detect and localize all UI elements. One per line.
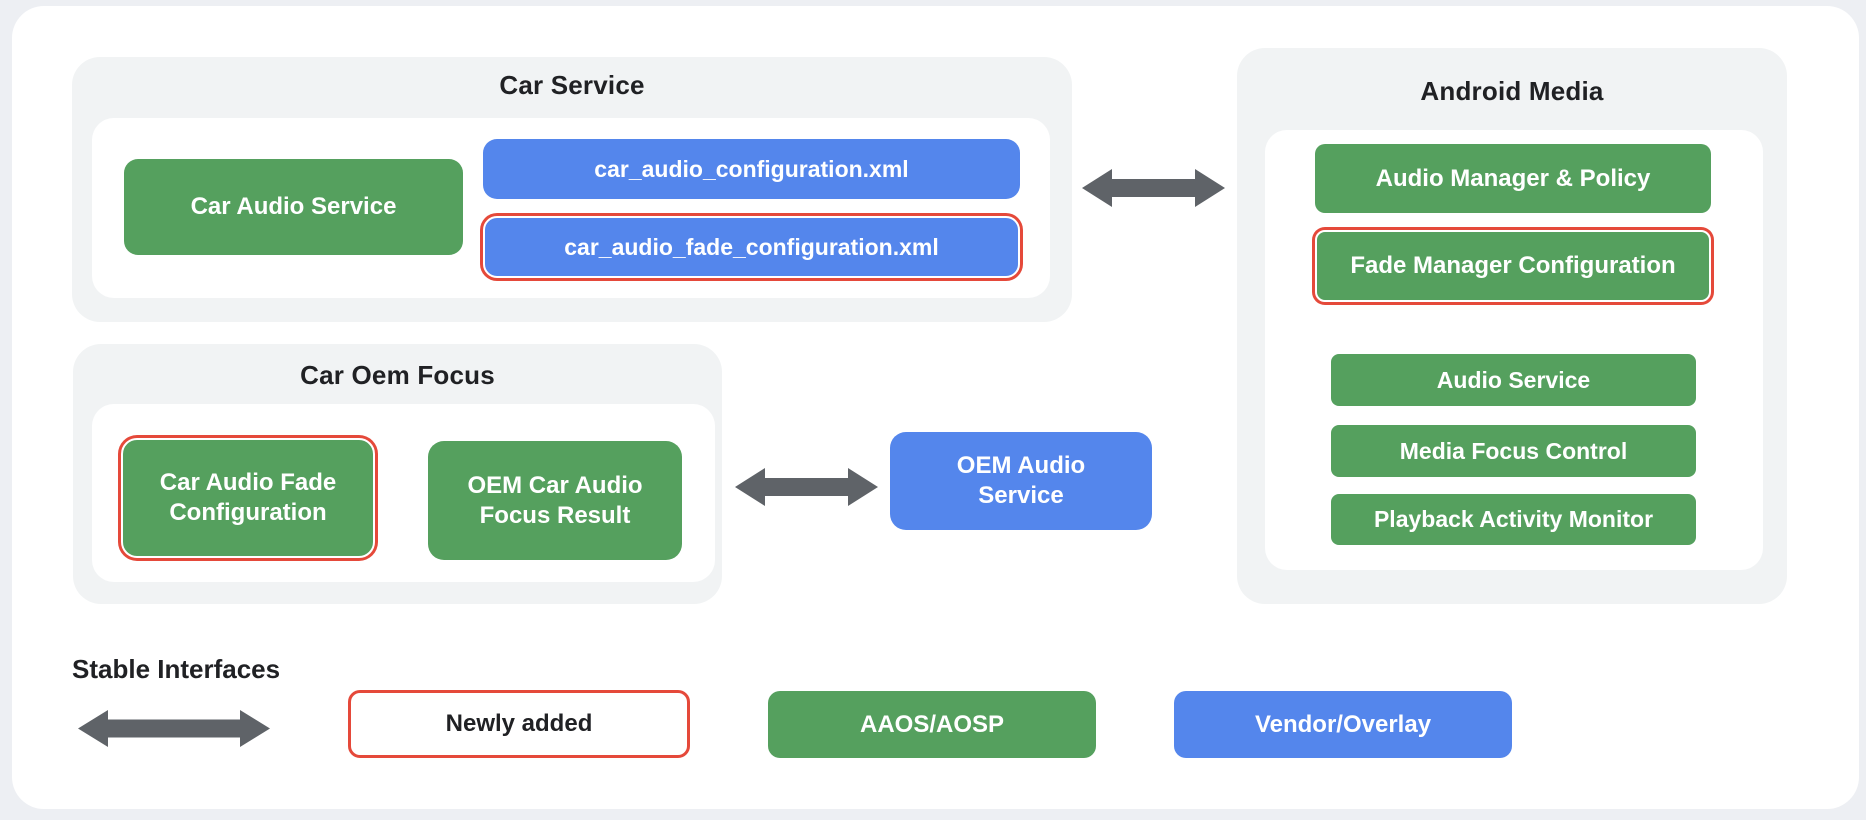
legend-aaos-aosp: AAOS/AOSP <box>768 691 1096 758</box>
legend-vendor-overlay: Vendor/Overlay <box>1174 691 1512 758</box>
node-fade-manager-configuration: Fade Manager Configuration <box>1315 230 1711 302</box>
group-car-service: Car Service Car Audio Service car_audio_… <box>72 57 1072 322</box>
legend-stable-interfaces-arrow <box>78 710 270 747</box>
node-car-audio-configuration-xml: car_audio_configuration.xml <box>483 139 1020 199</box>
node-car-audio-fade-configuration-xml: car_audio_fade_configuration.xml <box>483 216 1020 278</box>
node-playback-activity-monitor: Playback Activity Monitor <box>1331 494 1696 545</box>
node-media-focus-control: Media Focus Control <box>1331 425 1696 477</box>
group-car-oem-focus-inner: Car Audio Fade Configuration OEM Car Aud… <box>92 404 715 582</box>
arrow-car-service-android-media <box>1082 169 1225 207</box>
group-title-car-oem-focus: Car Oem Focus <box>300 360 495 390</box>
group-car-service-inner: Car Audio Service car_audio_configuratio… <box>92 118 1050 298</box>
legend-newly-added: Newly added <box>348 690 690 758</box>
group-title-car-service: Car Service <box>499 70 645 100</box>
legend-title-stable-interfaces: Stable Interfaces <box>72 654 281 684</box>
node-car-audio-fade-configuration: Car Audio Fade Configuration <box>121 438 375 558</box>
node-audio-manager-policy: Audio Manager & Policy <box>1315 144 1711 213</box>
node-oem-car-audio-focus-result: OEM Car Audio Focus Result <box>428 441 682 560</box>
group-car-oem-focus: Car Oem Focus Car Audio Fade Configurati… <box>73 344 722 604</box>
diagram-card: Car Service Car Audio Service car_audio_… <box>12 6 1859 809</box>
arrow-car-oem-focus-oem-audio-service <box>735 468 878 506</box>
group-android-media-inner: Audio Manager & Policy Fade Manager Conf… <box>1265 130 1763 570</box>
node-car-audio-service: Car Audio Service <box>124 159 463 255</box>
node-oem-audio-service: OEM Audio Service <box>890 432 1152 530</box>
group-android-media: Android Media Audio Manager & Policy Fad… <box>1237 48 1787 604</box>
group-title-android-media: Android Media <box>1420 76 1604 106</box>
node-audio-service: Audio Service <box>1331 354 1696 406</box>
